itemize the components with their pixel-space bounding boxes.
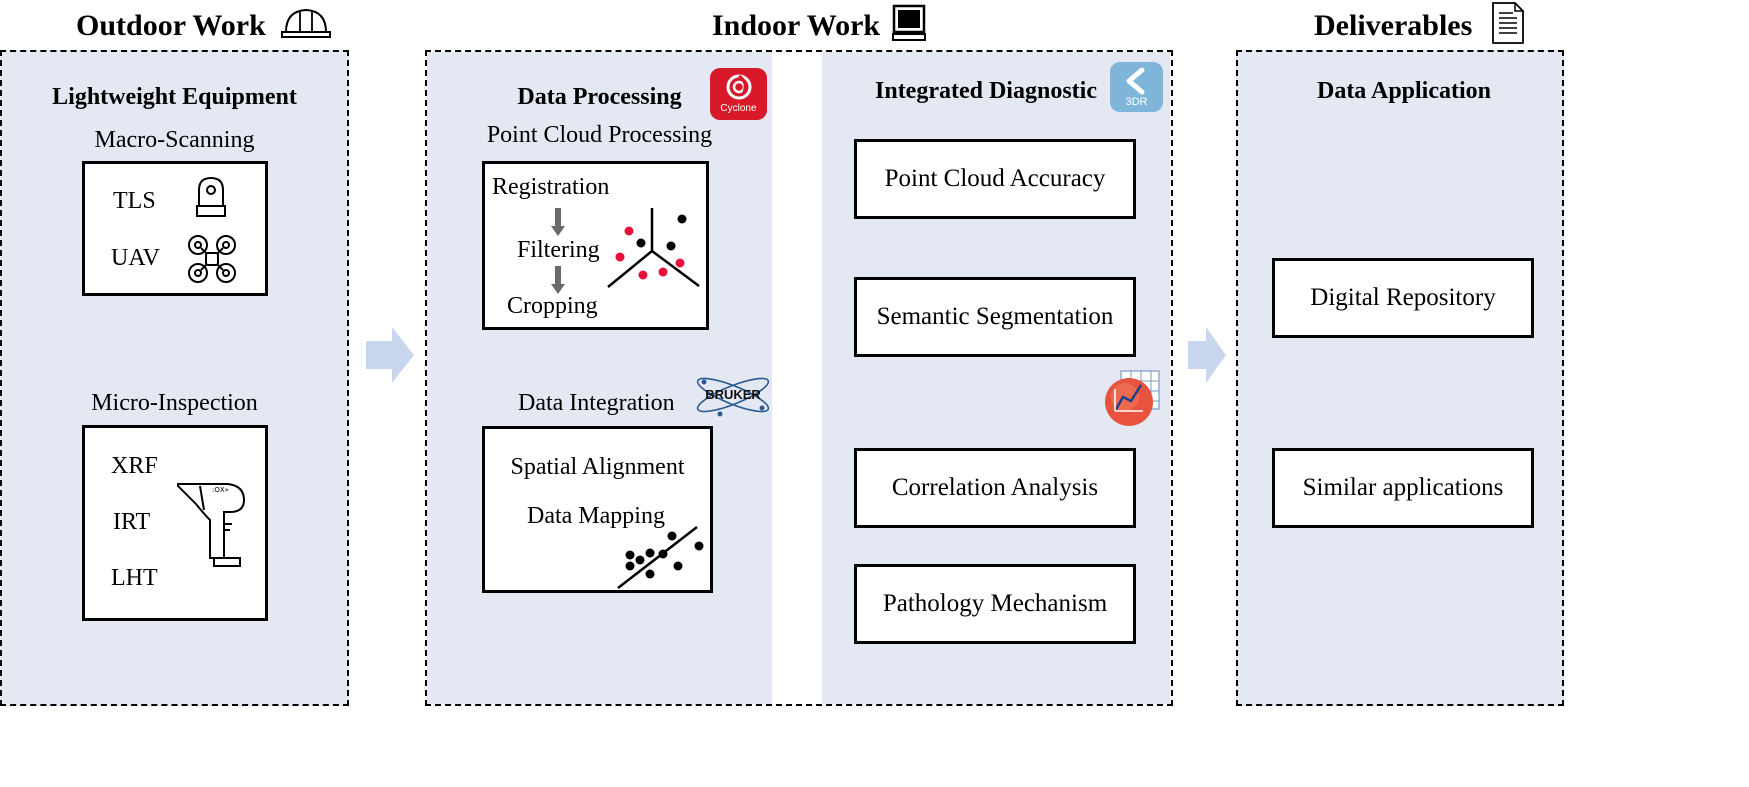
digital-repository-box: Digital Repository bbox=[1272, 258, 1534, 338]
point-cloud-processing-label: Point Cloud Processing bbox=[486, 122, 713, 148]
hard-hat-icon bbox=[281, 8, 331, 38]
bruker-logo-text: BRUKER bbox=[705, 387, 761, 402]
outdoor-work-header: Outdoor Work bbox=[76, 9, 266, 42]
irt-label: IRT bbox=[113, 509, 151, 535]
correlation-analysis-box: Correlation Analysis bbox=[854, 448, 1136, 528]
3dr-logo-text: 3DR bbox=[1125, 96, 1148, 108]
data-integration-label: Data Integration bbox=[518, 390, 675, 416]
laser-scanner-icon bbox=[196, 176, 226, 217]
data-processing-background bbox=[427, 52, 772, 704]
uav-label: UAV bbox=[111, 245, 160, 271]
data-mapping-step: Data Mapping bbox=[527, 503, 665, 529]
micro-inspection-label: Micro-Inspection bbox=[91, 390, 258, 416]
analysis-software-icon bbox=[1105, 370, 1160, 426]
cyclone-logo-text: Cyclone bbox=[720, 103, 757, 114]
micro-inspection-box bbox=[82, 425, 268, 621]
flow-arrow-1 bbox=[366, 327, 414, 383]
cyclone-swirl-icon bbox=[726, 74, 752, 100]
macro-scanning-box bbox=[82, 161, 268, 296]
3dr-logo: 3DR bbox=[1110, 62, 1163, 112]
data-processing-title: Data Processing bbox=[517, 84, 682, 110]
data-application-title: Data Application bbox=[1316, 78, 1492, 104]
deliverables-panel bbox=[1236, 50, 1564, 706]
indoor-work-header: Indoor Work bbox=[712, 9, 881, 42]
pathology-mechanism-box: Pathology Mechanism bbox=[854, 564, 1136, 644]
handheld-analyzer-icon: :ОХ» bbox=[177, 483, 246, 567]
step-down-arrow-1 bbox=[551, 208, 565, 236]
indoor-work-panel bbox=[425, 50, 1173, 706]
macro-scanning-label: Macro-Scanning bbox=[94, 127, 255, 153]
filtering-step: Filtering bbox=[517, 237, 600, 263]
step-down-arrow-2 bbox=[551, 266, 565, 294]
document-icon bbox=[1492, 2, 1524, 44]
point-cloud-accuracy-box: Point Cloud Accuracy bbox=[854, 139, 1136, 219]
lightweight-equipment-title: Lightweight Equipment bbox=[52, 84, 297, 110]
integrated-diagnostic-title: Integrated Diagnostic bbox=[875, 78, 1097, 104]
drone-icon bbox=[188, 235, 236, 283]
cyclone-logo: Cyclone bbox=[710, 68, 767, 120]
registration-step: Registration bbox=[492, 174, 610, 200]
computer-icon bbox=[892, 4, 926, 41]
tls-label: TLS bbox=[113, 188, 156, 214]
bruker-logo: BRUKER bbox=[696, 377, 770, 417]
cropping-step: Cropping bbox=[507, 293, 598, 319]
flow-arrow-2 bbox=[1188, 327, 1226, 383]
lht-label: LHT bbox=[111, 565, 158, 591]
scatter-regression-icon bbox=[617, 526, 704, 589]
svg-text::ОХ»: :ОХ» bbox=[212, 486, 229, 494]
chevron-left-icon bbox=[1126, 67, 1145, 95]
semantic-segmentation-box: Semantic Segmentation bbox=[854, 277, 1136, 357]
point-cloud-segmentation-icon bbox=[607, 208, 700, 288]
similar-applications-box: Similar applications bbox=[1272, 448, 1534, 528]
xrf-label: XRF bbox=[111, 453, 158, 479]
deliverables-header: Deliverables bbox=[1314, 9, 1473, 42]
spatial-alignment-step: Spatial Alignment bbox=[510, 454, 685, 480]
